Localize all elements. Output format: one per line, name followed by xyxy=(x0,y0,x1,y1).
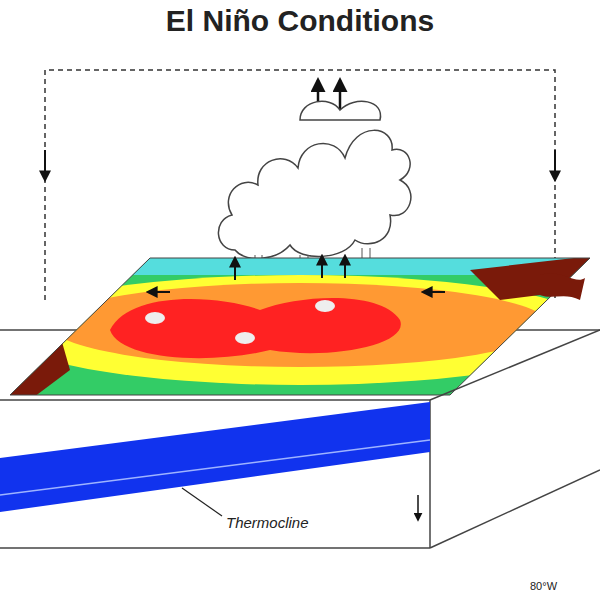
thermocline-label: Thermocline xyxy=(224,514,311,531)
longitude-label: 80°W xyxy=(530,580,557,592)
diagram-title: El Niño Conditions xyxy=(0,4,600,38)
